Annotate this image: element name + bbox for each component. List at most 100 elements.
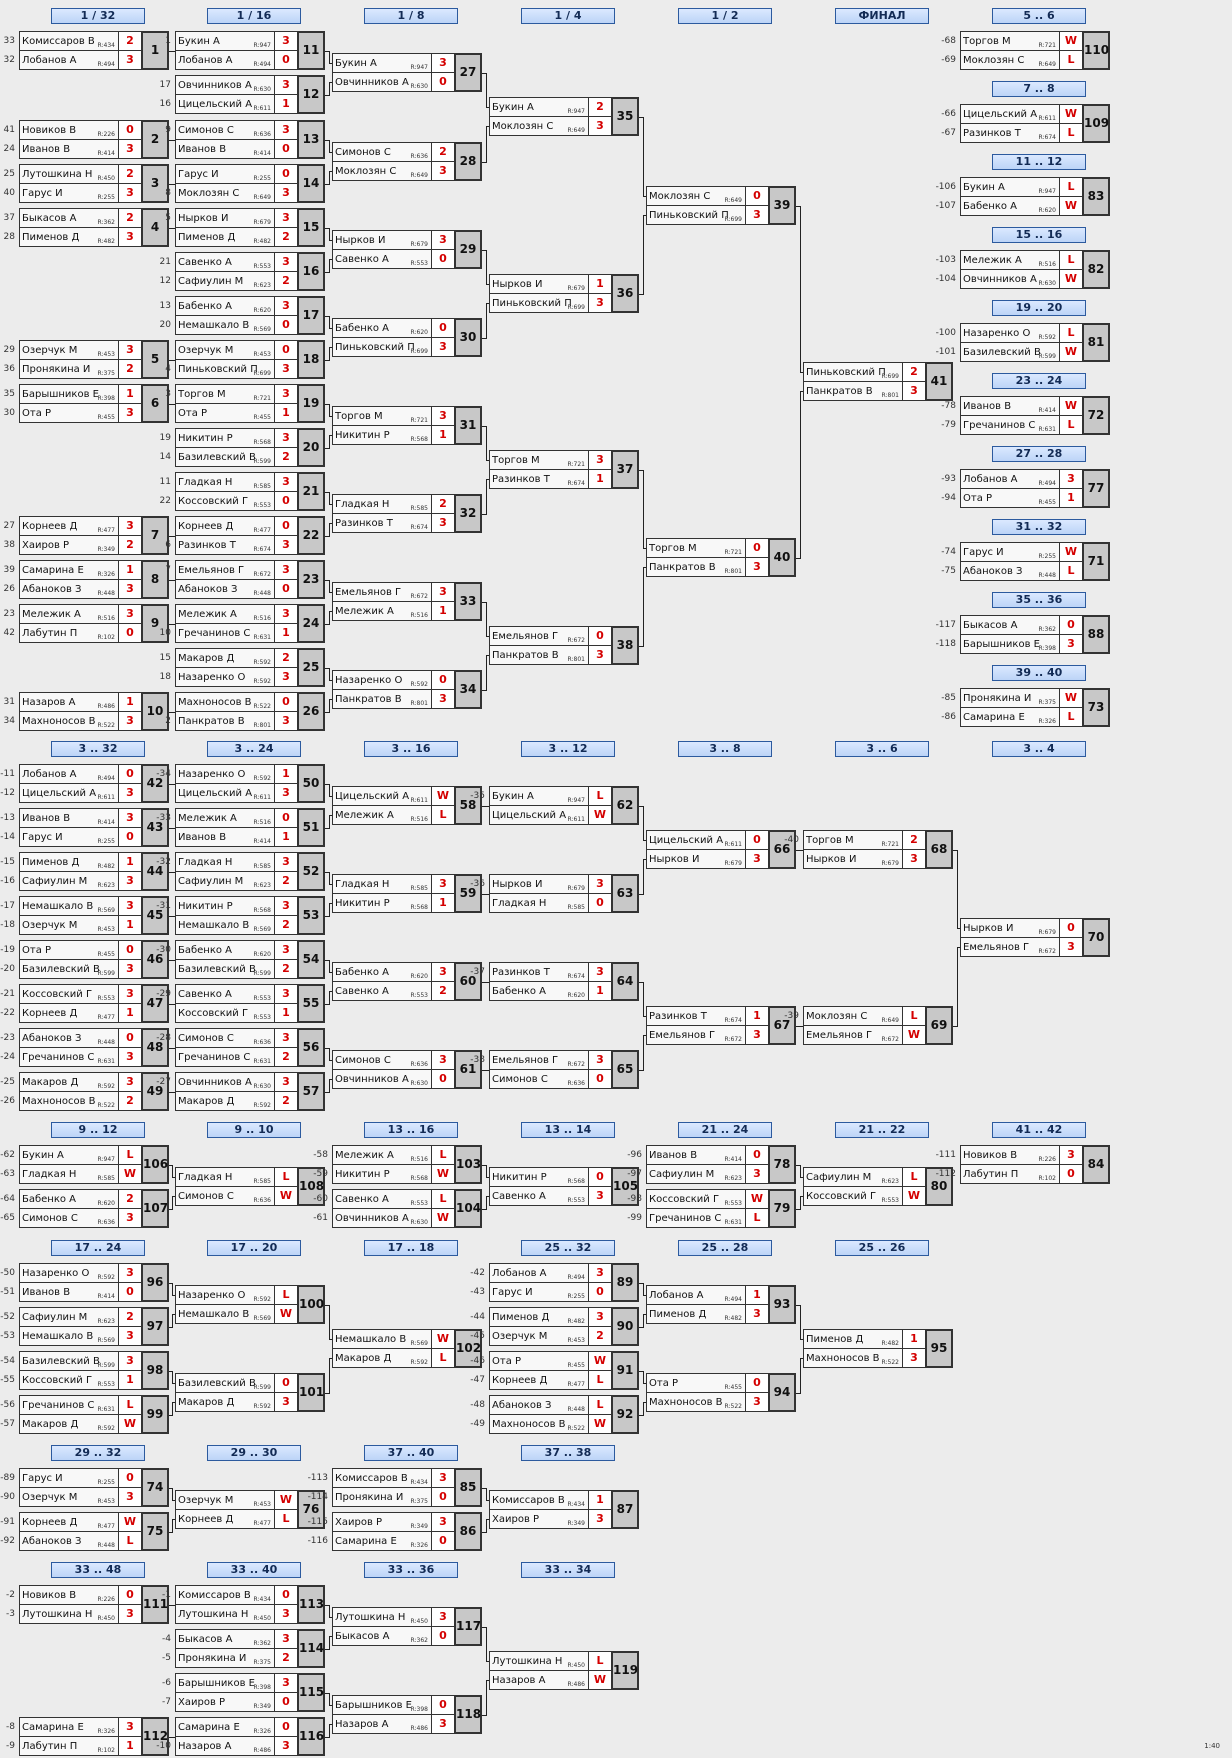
player-row[interactable]: Бабенко АR:6200 — [332, 318, 455, 338]
player-row[interactable]: Сафиулин МR:6232 — [175, 871, 298, 891]
match-40[interactable]: Торгов МR:7210Панкратов ВR:801340 — [646, 538, 796, 579]
player-row[interactable]: Абаноков ЗR:448L — [19, 1531, 142, 1551]
player-row[interactable]: Базилевский ВR:5992 — [175, 959, 298, 979]
player-row[interactable]: Цицельский АR:6111 — [175, 94, 298, 114]
player-row[interactable]: Торгов МR:7213 — [175, 384, 298, 404]
player-row[interactable]: Немашкало ВR:5693 — [19, 1326, 142, 1346]
player-row[interactable]: Букин АR:9473 — [175, 31, 298, 51]
match-27[interactable]: Букин АR:9473Овчинников АR:630027 — [332, 53, 482, 94]
player-row[interactable]: Букин АR:9473 — [332, 53, 455, 73]
match-43[interactable]: Иванов ВR:4143Гарус ИR:255043 — [19, 808, 169, 849]
match-59[interactable]: Гладкая НR:5853Никитин РR:568159 — [332, 874, 482, 915]
player-row[interactable]: Быкасов АR:3622 — [19, 208, 142, 228]
player-row[interactable]: Макаров ДR:5923 — [19, 1072, 142, 1092]
player-row[interactable]: Сафиулин МR:623L — [803, 1167, 926, 1187]
player-row[interactable]: Пиньковский ПR:6993 — [332, 337, 455, 357]
player-row[interactable]: Лобанов АR:4943 — [489, 1263, 612, 1283]
player-row[interactable]: Коссовский ГR:5531 — [175, 1003, 298, 1023]
match-14[interactable]: Гарус ИR:2550Моклозян СR:649314 — [175, 164, 325, 205]
match-37[interactable]: Торгов МR:7213Разинков ТR:674137 — [489, 450, 639, 491]
player-row[interactable]: Ота РR:4551 — [960, 488, 1083, 508]
player-row[interactable]: Цицельский АR:6110 — [646, 830, 769, 850]
player-row[interactable]: Коссовский ГR:553W — [803, 1186, 926, 1206]
match-79[interactable]: Коссовский ГR:553WГречанинов СR:631L79 — [646, 1189, 796, 1230]
player-row[interactable]: Гречанинов СR:631L — [960, 415, 1083, 435]
player-row[interactable]: Бабенко АR:620W — [960, 196, 1083, 216]
player-row[interactable]: Назаров АR:486W — [489, 1670, 612, 1690]
player-row[interactable]: Самарина ЕR:3260 — [175, 1717, 298, 1737]
match-20[interactable]: Никитин РR:5683Базилевский ВR:599220 — [175, 428, 325, 469]
player-row[interactable]: Махноносов ВR:5222 — [19, 1091, 142, 1111]
player-row[interactable]: Назаренко ОR:592L — [960, 323, 1083, 343]
player-row[interactable]: Емельянов ГR:6723 — [960, 937, 1083, 957]
player-row[interactable]: Коссовский ГR:5531 — [19, 1370, 142, 1390]
player-row[interactable]: Букин АR:947L — [960, 177, 1083, 197]
player-row[interactable]: Лутошкина НR:4503 — [175, 1604, 298, 1624]
match-112[interactable]: Самарина ЕR:3263Лабутин ПR:1021112 — [19, 1717, 169, 1758]
player-row[interactable]: Гладкая НR:5852 — [332, 494, 455, 514]
player-row[interactable]: Емельянов ГR:6723 — [646, 1025, 769, 1045]
player-row[interactable]: Корнеев ДR:477W — [19, 1512, 142, 1532]
player-row[interactable]: Ота РR:455W — [489, 1351, 612, 1371]
player-row[interactable]: Базилевский ВR:599W — [960, 342, 1083, 362]
match-116[interactable]: Самарина ЕR:3260Назаров АR:4863116 — [175, 1717, 325, 1758]
player-row[interactable]: Цицельский АR:6113 — [19, 783, 142, 803]
player-row[interactable]: Моклозян СR:6490 — [646, 186, 769, 206]
player-row[interactable]: Сафиулин МR:6233 — [646, 1164, 769, 1184]
match-22[interactable]: Корнеев ДR:4770Разинков ТR:674322 — [175, 516, 325, 557]
player-row[interactable]: Хаиров РR:3492 — [19, 535, 142, 555]
player-row[interactable]: Иванов ВR:4141 — [175, 827, 298, 847]
player-row[interactable]: Емельянов ГR:6723 — [175, 560, 298, 580]
player-row[interactable]: Букин АR:9472 — [489, 97, 612, 117]
match-70[interactable]: Ныркoв ИR:6790Емельянов ГR:672370 — [960, 918, 1110, 959]
player-row[interactable]: Иванов ВR:414W — [960, 396, 1083, 416]
player-row[interactable]: Базилевский ВR:5993 — [19, 959, 142, 979]
match-86[interactable]: Хаиров РR:3493Самарина ЕR:326086 — [332, 1512, 482, 1553]
player-row[interactable]: Торгов МR:7213 — [489, 450, 612, 470]
player-row[interactable]: Ныркoв ИR:6791 — [489, 274, 612, 294]
match-114[interactable]: Быкасов АR:3623Пронякина ИR:3752114 — [175, 1629, 325, 1670]
player-row[interactable]: Пиньковский ПR:6993 — [489, 293, 612, 313]
match-63[interactable]: Ныркoв ИR:6793Гладкая НR:585063 — [489, 874, 639, 915]
match-8[interactable]: Самарина ЕR:3261Абаноков ЗR:44838 — [19, 560, 169, 601]
match-69[interactable]: Моклозян СR:649LЕмельянов ГR:672W69 — [803, 1006, 953, 1047]
player-row[interactable]: Лутошкина НR:4503 — [19, 1604, 142, 1624]
player-row[interactable]: Махноносов ВR:5223 — [19, 711, 142, 731]
player-row[interactable]: Иванов ВR:4140 — [175, 139, 298, 159]
player-row[interactable]: Никитин РR:5681 — [332, 893, 455, 913]
match-33[interactable]: Емельянов ГR:6723Мележик АR:516133 — [332, 582, 482, 623]
player-row[interactable]: Коссовский ГR:5533 — [19, 984, 142, 1004]
player-row[interactable]: Макаров ДR:592W — [19, 1414, 142, 1434]
player-row[interactable]: Ныркoв ИR:6790 — [960, 918, 1083, 938]
match-12[interactable]: Овчинников АR:6303Цицельский АR:611112 — [175, 75, 325, 116]
match-9[interactable]: Мележик АR:5163Лабутин ПR:10209 — [19, 604, 169, 645]
player-row[interactable]: Никитин РR:5683 — [175, 428, 298, 448]
match-85[interactable]: Комиссаров ВR:4343Пронякина ИR:375085 — [332, 1468, 482, 1509]
player-row[interactable]: Емельянов ГR:672W — [803, 1025, 926, 1045]
player-row[interactable]: Ныркoв ИR:6793 — [332, 230, 455, 250]
player-row[interactable]: Самарина ЕR:3263 — [19, 1717, 142, 1737]
match-94[interactable]: Ота РR:4550Махноносов ВR:522394 — [646, 1373, 796, 1414]
player-row[interactable]: Барышников ЕR:3983 — [960, 634, 1083, 654]
player-row[interactable]: Махноносов ВR:5223 — [803, 1348, 926, 1368]
match-102[interactable]: Немашкало ВR:569WМакаров ДR:592L102 — [332, 1329, 482, 1370]
player-row[interactable]: Савенко АR:5533 — [489, 1186, 612, 1206]
match-11[interactable]: Букин АR:9473Лобанов АR:494011 — [175, 31, 325, 72]
match-87[interactable]: Комиссаров ВR:4341Хаиров РR:349387 — [489, 1490, 639, 1531]
player-row[interactable]: Абаноков ЗR:4483 — [19, 579, 142, 599]
player-row[interactable]: Моклозян СR:649L — [960, 50, 1083, 70]
match-75[interactable]: Корнеев ДR:477WАбаноков ЗR:448L75 — [19, 1512, 169, 1553]
player-row[interactable]: Гарус ИR:2550 — [489, 1282, 612, 1302]
match-99[interactable]: Гречанинов СR:631LМакаров ДR:592W99 — [19, 1395, 169, 1436]
player-row[interactable]: Гладкая НR:5853 — [332, 874, 455, 894]
player-row[interactable]: Немашкало ВR:569W — [332, 1329, 455, 1349]
player-row[interactable]: Никитин РR:5680 — [489, 1167, 612, 1187]
player-row[interactable]: Бабенко АR:6203 — [175, 940, 298, 960]
player-row[interactable]: Гречанинов СR:6311 — [175, 623, 298, 643]
player-row[interactable]: Цицельский АR:611W — [332, 786, 455, 806]
match-81[interactable]: Назаренко ОR:592LБазилевский ВR:599W81 — [960, 323, 1110, 364]
match-64[interactable]: Разинков ТR:6743Бабенко АR:620164 — [489, 962, 639, 1003]
player-row[interactable]: Пименов ДR:4823 — [489, 1307, 612, 1327]
player-row[interactable]: Сафиулин МR:6232 — [19, 1307, 142, 1327]
player-row[interactable]: Пронякина ИR:3752 — [19, 359, 142, 379]
